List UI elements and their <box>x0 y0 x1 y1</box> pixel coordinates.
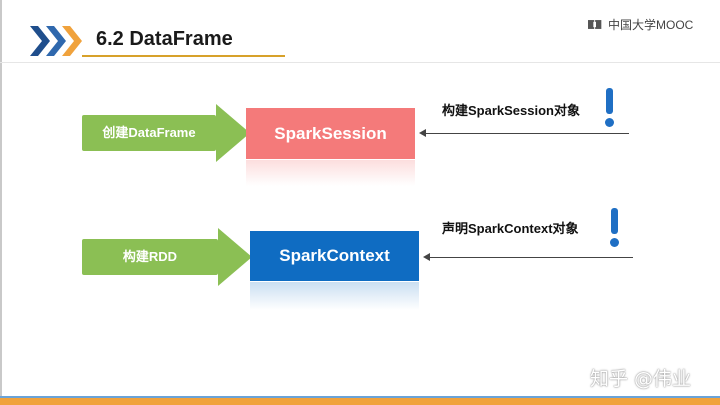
brand: 中国大学MOOC <box>588 16 693 33</box>
note-sparksession: 构建SparkSession对象 <box>442 103 580 118</box>
note-sparkcontext: 声明SparkContext对象 <box>442 221 579 236</box>
watermark: 知乎 @伟业 <box>590 368 692 390</box>
mooc-logo-icon <box>588 20 602 29</box>
arrow-left-icon <box>419 129 426 137</box>
input-arrow-label: 构建RDD <box>122 249 178 264</box>
title-underline <box>82 55 285 57</box>
sparksession-label: SparkSession <box>274 124 387 143</box>
input-arrow-build-rdd: 构建RDD <box>82 228 252 286</box>
exclamation-icon <box>605 88 614 128</box>
brand-label: 中国大学MOOC <box>608 18 694 32</box>
header-divider <box>0 62 720 63</box>
sparkcontext-reflection <box>250 282 419 310</box>
page-title: 6.2 DataFrame <box>96 28 233 50</box>
input-arrow-create-dataframe: 创建DataFrame <box>82 104 250 162</box>
footer-bar <box>0 398 720 405</box>
sparksession-reflection <box>246 160 415 186</box>
footer-line <box>0 396 720 398</box>
input-arrow-label: 创建DataFrame <box>102 125 196 140</box>
chevron-right-icon <box>30 26 82 56</box>
sparkcontext-label: SparkContext <box>279 246 390 265</box>
connector-line-1 <box>426 133 629 134</box>
connector-line-2 <box>430 257 633 258</box>
sparkcontext-box: SparkContext <box>250 231 419 281</box>
sparksession-box: SparkSession <box>246 108 415 159</box>
arrow-left-icon <box>423 253 430 261</box>
exclamation-icon <box>610 208 619 248</box>
slide-left-edge <box>0 0 2 405</box>
